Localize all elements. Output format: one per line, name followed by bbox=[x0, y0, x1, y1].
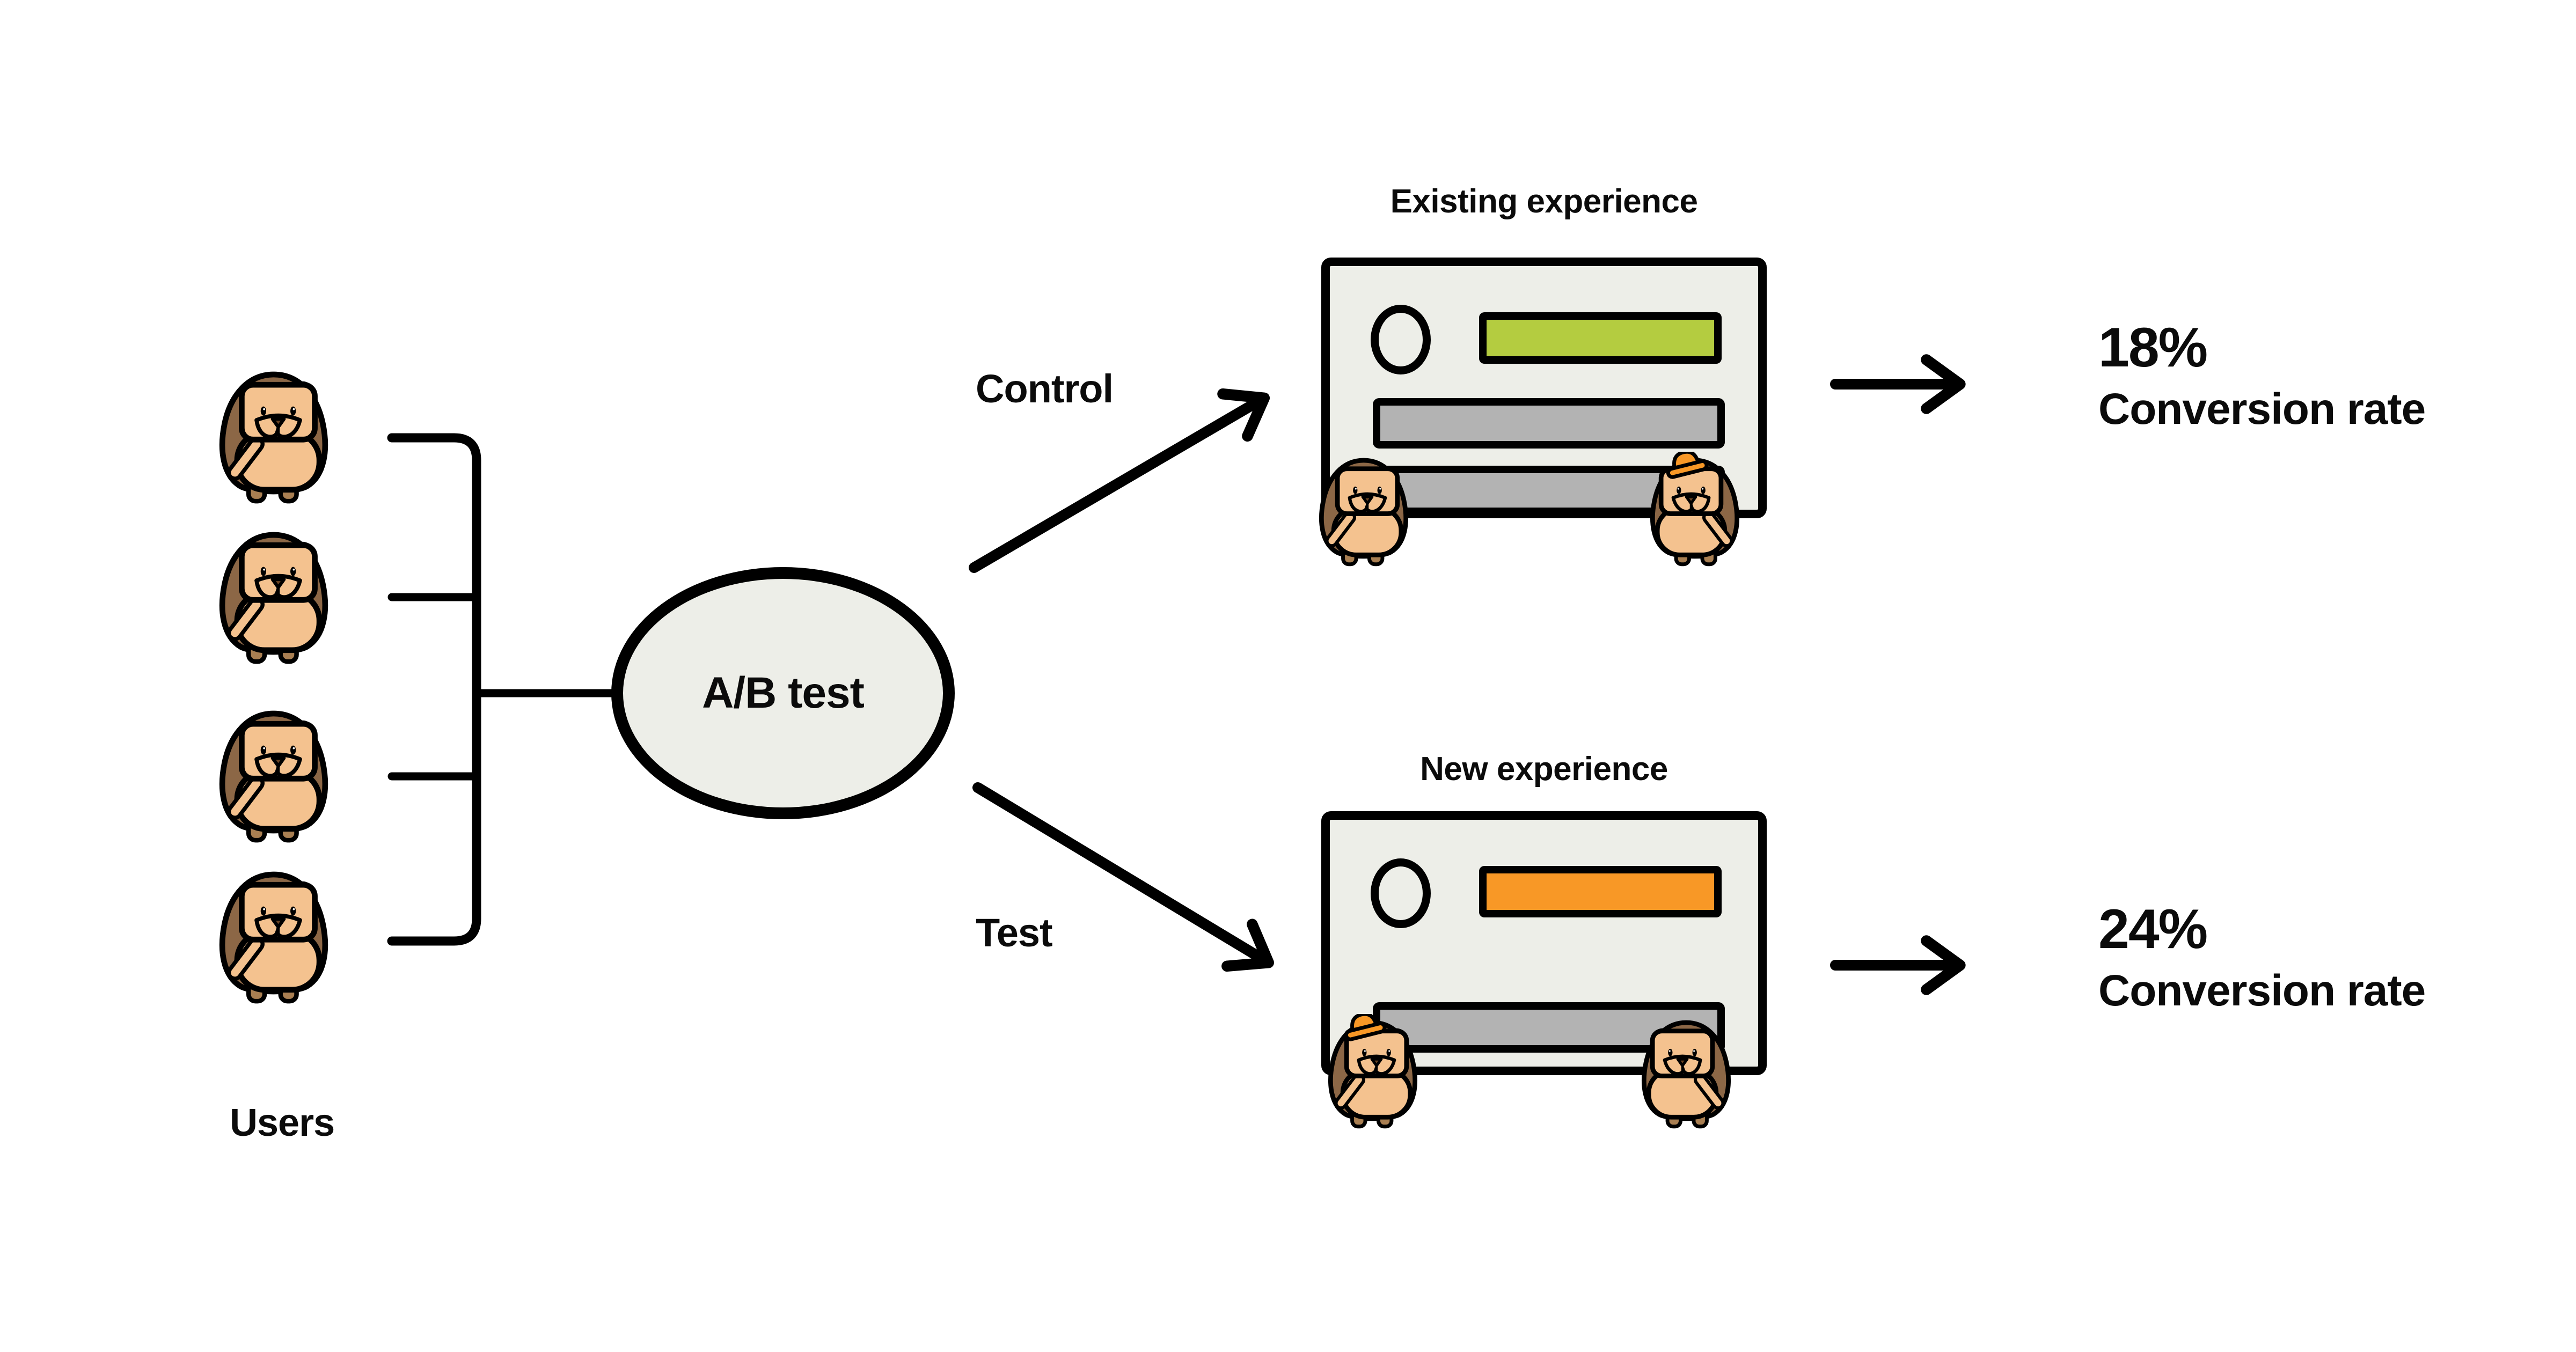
card-avatar-oval bbox=[1371, 858, 1431, 928]
test-rate-value: 24% bbox=[2098, 898, 2208, 960]
test-rate-block: 24% Conversion rate bbox=[2098, 898, 2426, 1015]
existing-experience-title: Existing experience bbox=[1390, 183, 1698, 220]
card-mascot-icon bbox=[1312, 452, 1415, 572]
user-mascot-icon bbox=[211, 368, 336, 506]
user-mascot-icon bbox=[211, 707, 336, 846]
card-content-bar bbox=[1373, 398, 1725, 449]
card-mascot-icon bbox=[1635, 1014, 1738, 1134]
control-hero-bar bbox=[1479, 312, 1722, 364]
new-experience-title: New experience bbox=[1420, 751, 1668, 788]
ab-test-node: A/B test bbox=[611, 567, 955, 819]
control-rate-block: 18% Conversion rate bbox=[2098, 317, 2426, 433]
user-mascot-icon bbox=[211, 528, 336, 667]
ab-test-node-label: A/B test bbox=[702, 668, 865, 717]
card-mascot-hat-icon bbox=[1321, 1014, 1424, 1134]
card-avatar-oval bbox=[1371, 305, 1431, 374]
users-bracket bbox=[387, 433, 481, 946]
user-mascot-icon bbox=[211, 868, 336, 1006]
control-rate-value: 18% bbox=[2098, 317, 2208, 379]
control-branch-label: Control bbox=[976, 366, 1114, 411]
control-rate-label: Conversion rate bbox=[2098, 385, 2426, 433]
test-rate-label: Conversion rate bbox=[2098, 966, 2426, 1015]
test-hero-bar bbox=[1479, 866, 1722, 917]
test-branch-arrow bbox=[972, 782, 1275, 972]
card-mascot-hat-icon bbox=[1643, 452, 1746, 572]
control-branch-arrow bbox=[969, 388, 1270, 573]
users-group-label: Users bbox=[230, 1101, 335, 1144]
test-branch-label: Test bbox=[976, 910, 1053, 955]
